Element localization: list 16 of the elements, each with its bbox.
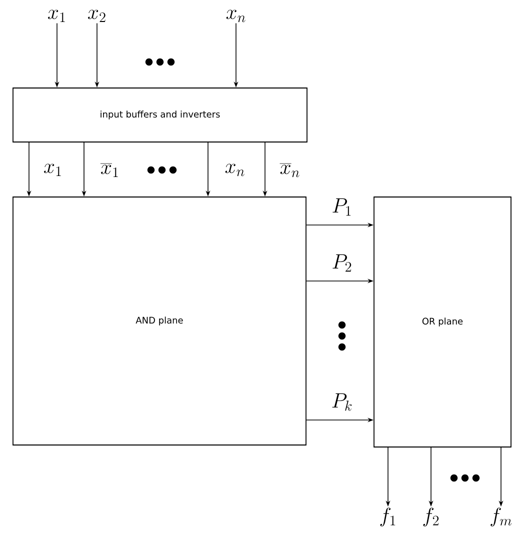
edge-label: $P_2$ bbox=[330, 253, 354, 273]
signal-label: $f_2$ bbox=[423, 508, 439, 526]
signal-label: $f_1$ bbox=[380, 508, 396, 526]
buffer-box: input buffers and inverters bbox=[12, 88, 308, 142]
plane-box: OR plane bbox=[374, 196, 512, 448]
plane-box: AND plane bbox=[12, 196, 306, 446]
edge-label: $\overline{x}_1$ bbox=[99, 162, 121, 178]
signal-label: $f_m$ bbox=[490, 508, 512, 526]
edge-label: $\overline{x}_n$ bbox=[278, 162, 302, 178]
edge-label: $P_1$ bbox=[330, 197, 354, 217]
signal-label: $x_1$ bbox=[48, 10, 65, 22]
edge-label: $P_k$ bbox=[330, 392, 354, 412]
signal-label: $x_2$ bbox=[88, 10, 106, 22]
signal-label: $x_n$ bbox=[226, 10, 246, 22]
edge-label: $x_1$ bbox=[42, 162, 64, 178]
edge-label: $x_n$ bbox=[224, 162, 246, 178]
